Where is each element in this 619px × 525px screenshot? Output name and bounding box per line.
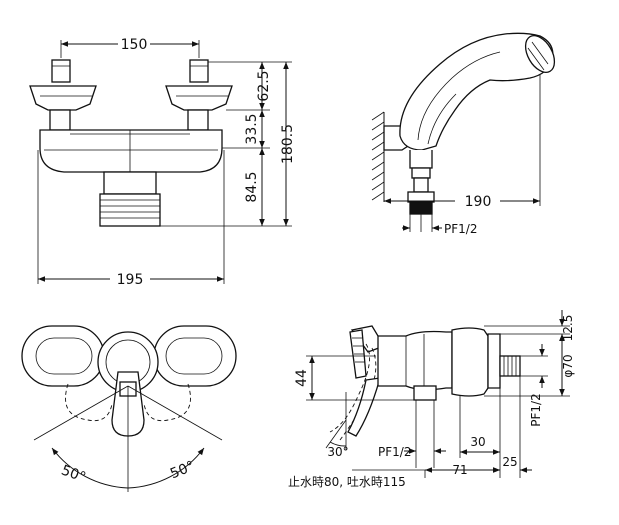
side-valve-body	[377, 330, 453, 391]
shower-view: 190 PF1/2	[371, 32, 556, 236]
side-inlet-nut	[499, 355, 521, 377]
front-view: 150 62.5 33.5 84.5 180.5 195	[29, 37, 296, 288]
side-stroke-note: 止水時80, 吐水時115	[288, 475, 406, 489]
side-diameter-label: φ70	[561, 354, 575, 377]
top-left-handle	[21, 325, 105, 387]
shower-hose	[409, 150, 433, 169]
front-height-lower-label: 84.5	[244, 171, 260, 202]
top-right-handle	[153, 325, 237, 387]
front-right-handle	[165, 59, 233, 111]
top-angle-right-label: 50°	[168, 458, 197, 482]
side-view: 44 12.5 φ70 PF1/2 30° PF1/2 30	[288, 310, 575, 489]
top-view: 50° 50°	[21, 325, 237, 492]
side-height-44-label: 44	[294, 369, 310, 387]
front-width-top-label: 150	[121, 37, 148, 53]
front-valve-body	[39, 109, 223, 173]
front-height-total-label: 180.5	[280, 124, 296, 164]
front-width-overall-label: 195	[117, 272, 144, 288]
side-length-71-label: 71	[452, 463, 467, 477]
front-left-handle	[29, 59, 97, 111]
side-length-25-label: 25	[502, 455, 517, 469]
shower-reach-label: 190	[465, 194, 492, 210]
side-top-offset-label: 12.5	[561, 315, 575, 342]
wall-hatch	[371, 111, 385, 202]
front-height-upper-label: 62.5	[256, 70, 272, 101]
side-thread-vertical-label: PF1/2	[529, 393, 543, 426]
side-length-30-label: 30	[470, 435, 485, 449]
side-thread-bottom-label: PF1/2	[378, 445, 411, 459]
side-spout	[413, 385, 437, 401]
top-angle-left-label: 50°	[59, 462, 88, 486]
front-height-mid-label: 33.5	[244, 113, 260, 144]
side-angle-label: 30°	[327, 445, 348, 459]
front-spout	[99, 171, 161, 227]
shower-thread-label: PF1/2	[444, 222, 477, 236]
